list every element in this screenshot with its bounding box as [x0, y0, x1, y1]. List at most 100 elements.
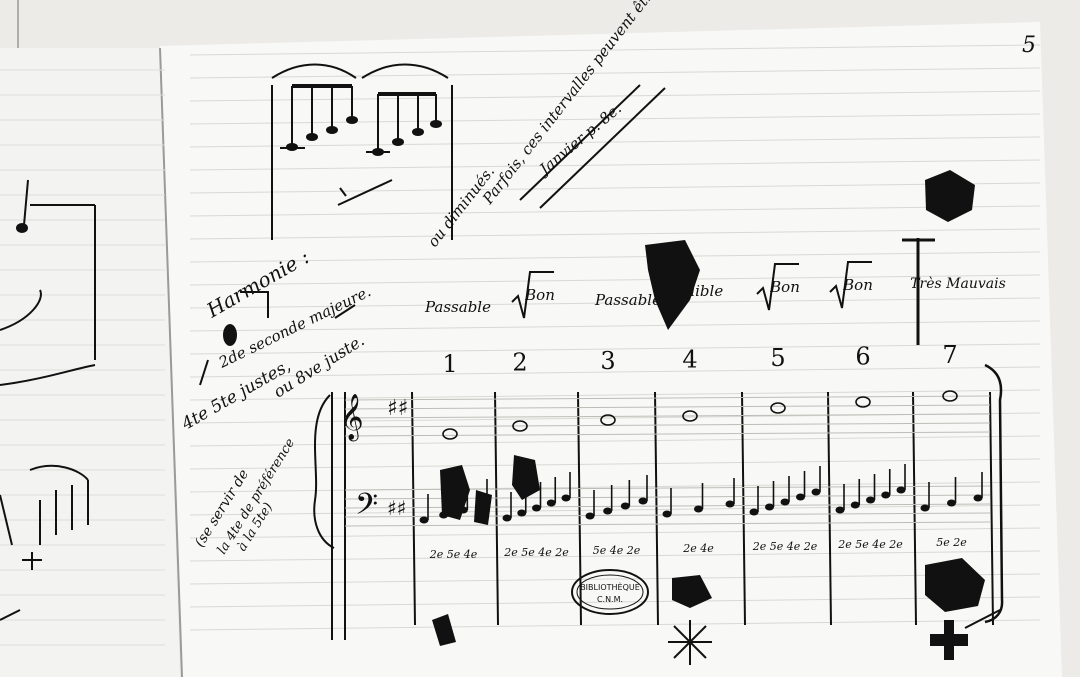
- column-number-7: 7: [942, 341, 957, 369]
- quarter-note: [973, 494, 983, 502]
- scribble-blot-col4: [672, 575, 712, 608]
- stamp-line2: C.N.M.: [597, 595, 623, 604]
- treble-staff-line: [344, 431, 991, 437]
- rating-7: Très Mauvais: [910, 276, 1006, 292]
- measure-bar: [411, 391, 416, 626]
- rating-1: Passable: [424, 298, 491, 316]
- star-cross-icon: [668, 620, 712, 665]
- faint-staff-line: [189, 136, 1041, 148]
- page-number: 5: [1022, 33, 1036, 58]
- rating-check-mark: [756, 263, 799, 311]
- measure-bar: [577, 391, 582, 626]
- rating-5: Bon: [769, 278, 800, 296]
- faint-staff-line: [189, 182, 1041, 194]
- interval-label-4: 2e 4e: [682, 542, 714, 555]
- measure-bar: [912, 391, 917, 626]
- interval-label-7: 5e 2e: [936, 536, 967, 549]
- rating-2: Bon: [524, 286, 555, 304]
- treble-clef-icon: 𝄞: [340, 394, 364, 442]
- interval-label-6: 2e 5e 4e 2e: [837, 538, 903, 551]
- quarter-note: [603, 507, 613, 515]
- left-page: [0, 48, 180, 677]
- faint-staff-line: [189, 251, 1041, 263]
- bass-staff-line: [344, 521, 991, 527]
- faint-staff-line: [189, 297, 1041, 309]
- quarter-note: [835, 506, 845, 514]
- column-number-5: 5: [770, 344, 785, 372]
- measure-bars: [411, 391, 994, 626]
- whole-note: [442, 428, 458, 440]
- quarter-note: [419, 516, 429, 524]
- quarter-note: [765, 503, 774, 511]
- faint-staff-line: [189, 205, 1041, 217]
- faint-staff-line: [189, 274, 1041, 286]
- rating-check-mark: [511, 271, 554, 319]
- treble-staff-line: [344, 413, 991, 419]
- treble-staff-line: [344, 395, 991, 401]
- interval-label-1: 2e 5e 4e: [429, 548, 478, 561]
- column-number-4: 4: [682, 346, 697, 374]
- interval-label-5: 2e 5e 4e 2e: [752, 540, 818, 553]
- bass-clef-icon: 𝄢: [355, 488, 378, 529]
- quarter-note: [850, 501, 860, 509]
- bass-sharp-icon: ♯♯: [387, 496, 406, 520]
- treble-staff-line: [344, 404, 991, 410]
- measure-bar: [827, 391, 832, 626]
- measure-bar: [494, 391, 499, 626]
- column-number-6: 6: [855, 343, 870, 371]
- measure-bar: [654, 391, 659, 626]
- quarter-note: [811, 488, 821, 496]
- quarter-note: [947, 499, 956, 507]
- whole-note: [770, 402, 786, 414]
- quarter-note: [881, 491, 891, 499]
- quarter-note: [920, 504, 930, 512]
- column-number-2: 2: [512, 349, 527, 377]
- heading-strokes: [199, 291, 356, 386]
- quarter-note: [517, 509, 527, 517]
- rating-check-mark: [829, 261, 872, 309]
- treble-sharp-icon: ♯♯: [387, 396, 408, 421]
- whole-note: [855, 396, 871, 408]
- treble-staff-line: [344, 422, 991, 428]
- scribble-blot-bottom: [432, 614, 456, 646]
- faint-staff-line: [189, 159, 1041, 171]
- quarter-note: [725, 500, 735, 508]
- quarter-note: [796, 493, 805, 501]
- faint-staff-line: [189, 44, 1041, 56]
- page-gutter: [159, 47, 183, 677]
- scribble-blot-col1: [440, 465, 470, 520]
- whole-note: [600, 414, 616, 426]
- faint-staff-line: [189, 228, 1041, 240]
- faint-staff-line: [189, 320, 1041, 332]
- faint-staff-line: [189, 366, 1041, 378]
- left-page-sketch: [0, 179, 96, 621]
- top-sketch-noteheads: [286, 116, 442, 156]
- quarter-note: [896, 486, 906, 494]
- quarter-note: [502, 514, 512, 522]
- heading-scribble: [223, 324, 237, 346]
- stamp-line1: BIBLIOTHÈQUE: [580, 581, 640, 592]
- column-number-1: 1: [442, 350, 457, 378]
- scribble-blot-faible: [645, 240, 700, 330]
- quarter-note: [561, 494, 571, 502]
- rating-3: Passable: [594, 291, 661, 309]
- top-sketch: [271, 63, 453, 240]
- quarter-note: [585, 512, 595, 520]
- quarter-note: [866, 496, 875, 504]
- system-right-brace: [984, 363, 1004, 624]
- scribble-blot-col7: [925, 558, 985, 612]
- rating-6: Bon: [842, 276, 873, 294]
- ink-blots: [432, 170, 985, 646]
- quarter-note: [780, 498, 790, 506]
- quarter-note: [694, 505, 703, 513]
- whole-note: [512, 420, 528, 432]
- quarter-note: [532, 504, 541, 512]
- interval-label-3: 5e 4e 2e: [593, 544, 641, 557]
- library-stamp: BIBLIOTHÈQUE C.N.M.: [571, 569, 649, 615]
- interval-labels: 2e 5e 4e 2e 5e 4e 2e 5e 4e 2e 2e 4e 2e 5e 4e…: [429, 536, 968, 561]
- quarter-note: [749, 508, 759, 516]
- cross-marks: [668, 609, 1001, 665]
- measure-bar: [989, 391, 994, 626]
- scribble-blot-col1b: [474, 490, 492, 525]
